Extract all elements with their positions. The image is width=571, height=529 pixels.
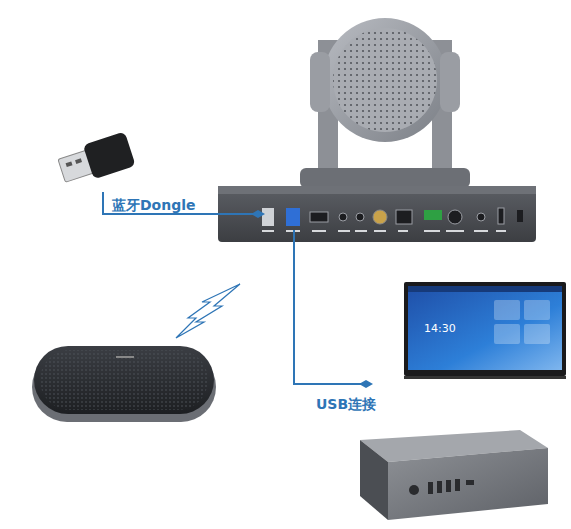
- callout-label: USB连接: [316, 396, 376, 413]
- mini-pc: [360, 430, 548, 520]
- arrow-head: [251, 210, 265, 218]
- callout-label: 蓝牙Dongle: [112, 197, 196, 214]
- wireless-symbol: [176, 284, 240, 338]
- screen-clock: 14:30: [424, 322, 456, 335]
- display-panel: [404, 282, 566, 379]
- ptz-camera: [218, 18, 536, 242]
- bluetooth-dongle: [56, 131, 136, 187]
- arrow-head: [359, 380, 373, 388]
- speakerphone: [32, 346, 216, 422]
